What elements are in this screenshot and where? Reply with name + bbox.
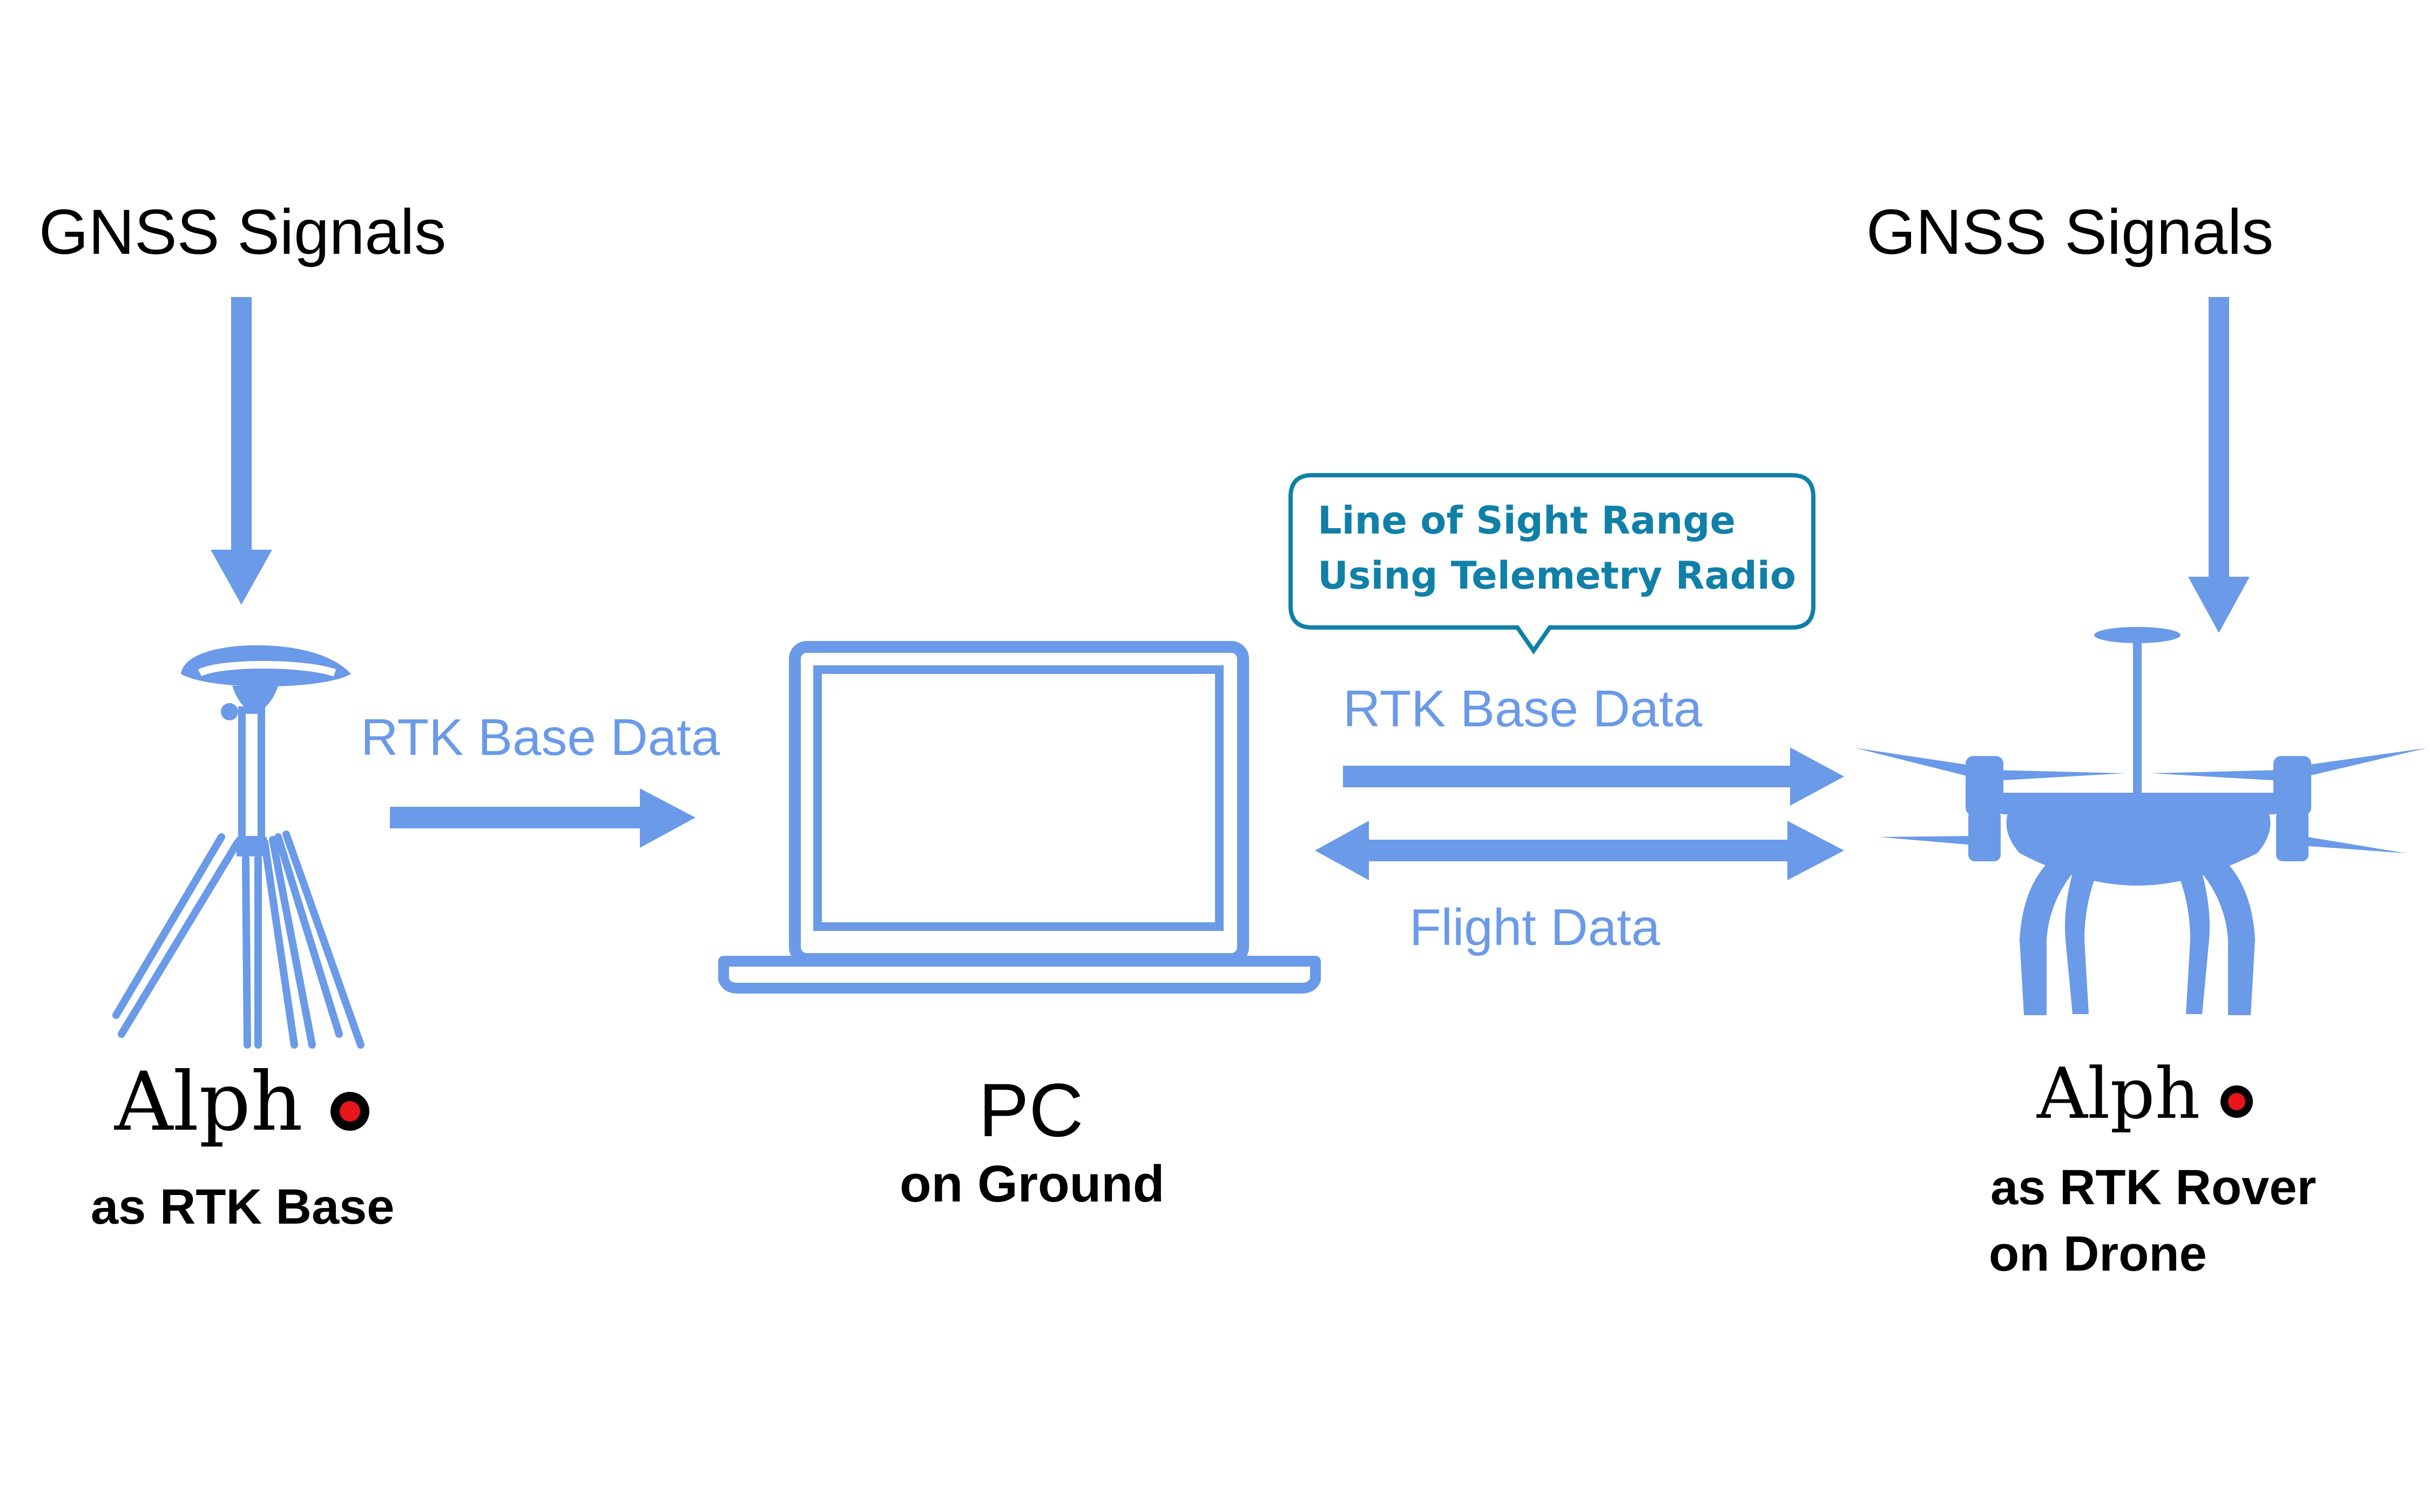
- arrow-base-to-pc: [390, 788, 696, 848]
- callout-line-2: Using Telemetry Radio: [1318, 554, 1796, 598]
- svg-text:Alph: Alph: [2036, 1052, 2200, 1135]
- pc-title: PC: [978, 1068, 1083, 1152]
- flight-data-label: Flight Data: [1409, 899, 1660, 956]
- rover-caption-line-2: on Drone: [1989, 1226, 2207, 1281]
- rover-caption-line-1: as RTK Rover: [1990, 1160, 2316, 1215]
- pc-caption: on Ground: [900, 1155, 1165, 1213]
- callout-line-1: Line of Sight Range: [1318, 498, 1736, 543]
- gnss-arrow-right: [2188, 297, 2250, 633]
- telemetry-callout: Line of Sight Range Using Telemetry Radi…: [1288, 473, 1815, 654]
- svg-text:Alph: Alph: [114, 1055, 303, 1149]
- rtk-base-data-label-right: RTK Base Data: [1343, 680, 1703, 738]
- alpha-logo-left: Alph: [114, 1055, 369, 1149]
- gnss-antenna-tripod-icon: [112, 645, 364, 1049]
- arrow-bidirectional-flight-data: [1315, 821, 1844, 880]
- gnss-signals-label-left: GNSS Signals: [39, 197, 446, 268]
- alpha-logo-right: Alph: [2036, 1052, 2253, 1135]
- base-caption: as RTK Base: [91, 1179, 394, 1234]
- laptop-icon: [718, 641, 1321, 994]
- arrow-pc-to-drone: [1343, 747, 1844, 806]
- gnss-arrow-left: [211, 297, 272, 605]
- gnss-signals-label-right: GNSS Signals: [1866, 197, 2273, 268]
- drone-icon: [1855, 627, 2427, 1015]
- rtk-base-data-label-left: RTK Base Data: [361, 708, 720, 766]
